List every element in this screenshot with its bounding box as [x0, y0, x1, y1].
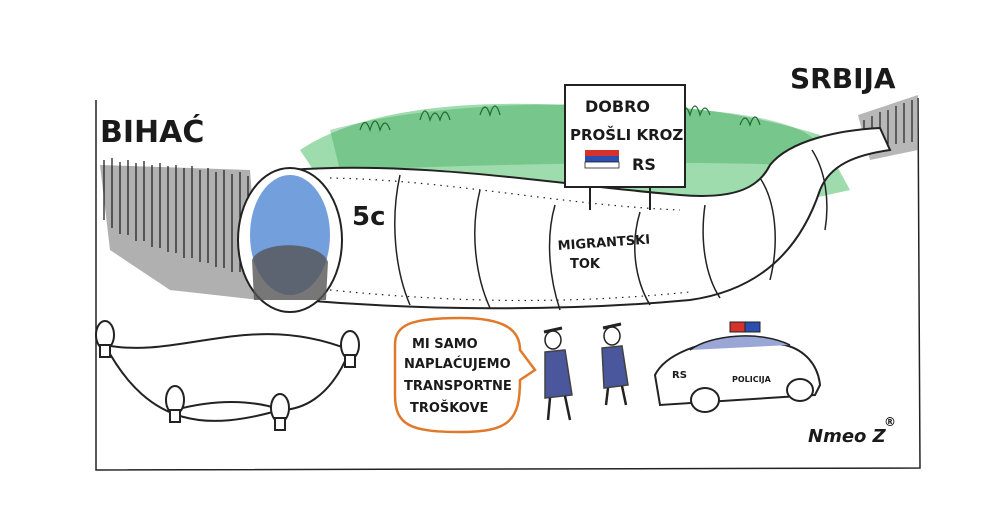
police-officer-2 — [601, 322, 629, 406]
flag-blue-stripe — [585, 156, 619, 162]
police-car: RS POLICIJA — [653, 321, 822, 413]
sign-line2: PROŠLI KROZ — [570, 125, 683, 144]
migrant-pipe — [288, 126, 892, 311]
bubble-line2: NAPLAĆUJEMO — [404, 356, 511, 372]
pipe-label-line1: MIGRANTSKI — [557, 233, 650, 254]
speech-bubble: MI SAMO NAPLAĆUJEMO TRANSPORTNE TROŠKOVE — [393, 316, 537, 434]
pipe-opening — [237, 167, 343, 313]
barrier-posts — [95, 320, 360, 431]
bubble-line4: TROŠKOVE — [410, 400, 488, 416]
sign-line1: DOBRO — [585, 97, 650, 116]
flag-red-stripe — [585, 150, 619, 156]
left-town-label: BIHAĆ — [100, 113, 204, 150]
bubble-line1: MI SAMO — [412, 337, 478, 352]
car-hood-label: RS — [672, 370, 687, 381]
pipe-label-line2: TOK — [570, 257, 601, 272]
right-country-label: SRBIJA — [790, 62, 896, 95]
copyright-mark: ® — [884, 415, 896, 429]
car-door-label: POLICIJA — [732, 375, 772, 384]
flag-white-stripe — [584, 161, 620, 169]
migrant-crowd-left — [100, 158, 260, 300]
welcome-sign: DOBRO PROŠLI KROZ RS — [564, 84, 686, 210]
panel-frame — [95, 97, 921, 471]
sign-line3: RS — [632, 155, 656, 174]
police-officer-1 — [543, 326, 573, 421]
rope-barrier — [104, 333, 351, 422]
bubble-line3: TRANSPORTNE — [404, 379, 512, 394]
pipe-price-label: 5c — [352, 202, 386, 232]
artist-signature: Nmeo Z — [808, 426, 887, 447]
